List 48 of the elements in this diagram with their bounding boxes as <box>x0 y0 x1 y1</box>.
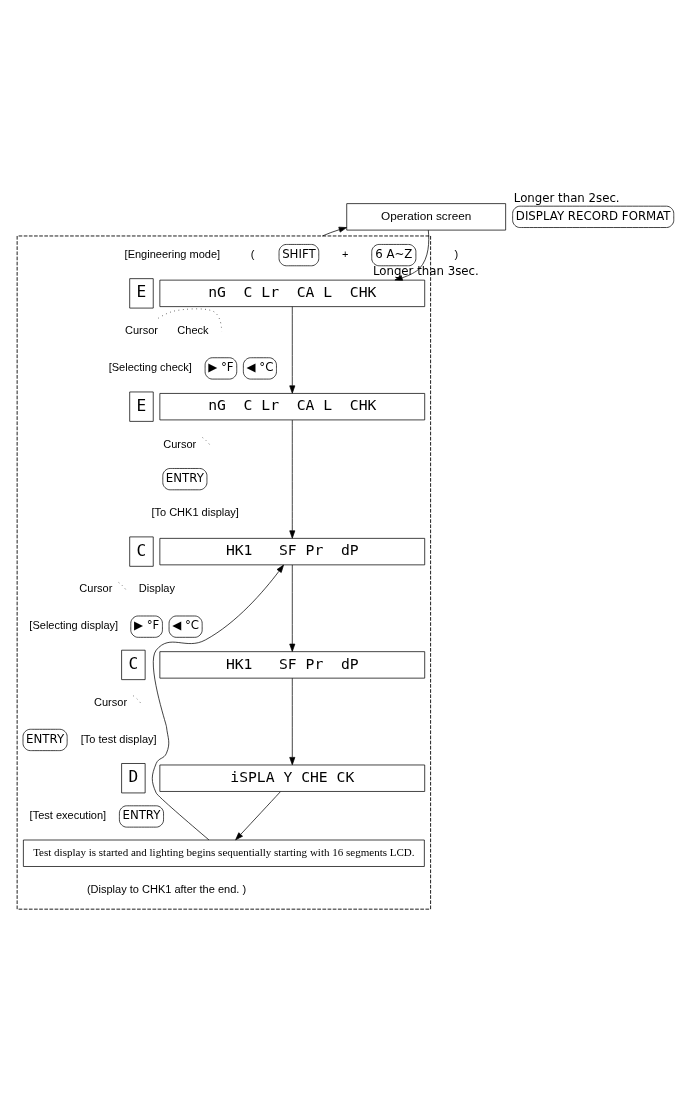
node-box: HK1 SF Pr dP <box>159 538 426 566</box>
node-box: ▶ °F <box>130 615 163 638</box>
node-text: Cursor <box>94 695 128 708</box>
node-box: iSPLA Y CHE CK <box>159 764 426 792</box>
node-box: SHIFT <box>278 244 320 267</box>
arrow <box>289 677 296 766</box>
label: [Selecting display] <box>29 619 119 632</box>
node-label: Longer than 2sec. <box>513 191 620 206</box>
node-box: 6 A~Z <box>371 244 417 267</box>
node-box: ENTRY <box>22 728 68 751</box>
node-box: nG C Lr CA L CHK <box>159 279 426 307</box>
arrow <box>289 419 296 539</box>
node-box: D <box>121 763 146 794</box>
node-box: E <box>129 278 154 309</box>
node-box: ENTRY <box>162 468 208 491</box>
node-text: Cursor <box>163 437 197 450</box>
node-box: nG C Lr CA L CHK <box>159 393 426 421</box>
label: ( <box>250 247 255 260</box>
node-box: C <box>121 649 146 680</box>
label: [Selecting check] <box>108 360 192 373</box>
node-box: Test display is started and lighting begins sequentially starting with 16 segments LCD. <box>23 839 425 867</box>
label: Check <box>177 324 209 337</box>
node-box: Operation screen <box>346 203 506 231</box>
label: ) <box>454 247 459 260</box>
label: [To CHK1 display] <box>151 505 239 518</box>
node-box: DISPLAY RECORD FORMAT <box>512 205 675 228</box>
node-text: Cursor <box>79 582 113 595</box>
label: [Test execution] <box>29 809 107 822</box>
label: (Display to CHK1 after the end. ) <box>86 882 247 895</box>
node-box: ◀ °C <box>168 615 203 638</box>
arrow <box>394 229 430 281</box>
node-box: ◀ °C <box>243 357 277 380</box>
arrow <box>289 564 296 652</box>
arrow <box>235 791 281 841</box>
node-box: E <box>129 391 154 422</box>
label: [Engineering mode] <box>124 247 221 260</box>
node-box: C <box>129 536 154 567</box>
node-box: ENTRY <box>119 805 164 828</box>
label: Display <box>138 582 175 595</box>
label: + <box>342 247 349 260</box>
arrow <box>151 564 284 841</box>
arrow <box>289 306 296 394</box>
arrow <box>322 226 347 237</box>
label: [To test display] <box>80 732 157 745</box>
node-text: Cursor <box>124 324 158 337</box>
node-box: ▶ °F <box>204 357 238 380</box>
node-box: HK1 SF Pr dP <box>159 651 426 679</box>
node-label: Longer than 3sec. <box>372 264 479 279</box>
